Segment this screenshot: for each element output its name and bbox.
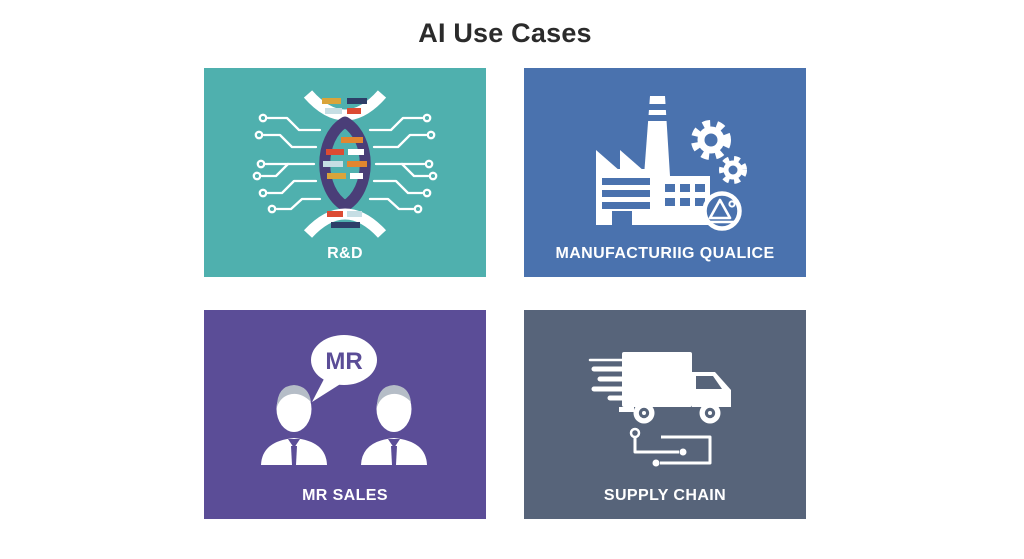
card-manufacturing-quality: MANUFACTURIIG QUALICE — [524, 68, 806, 277]
card-label-supply-chain: SUPPLY CHAIN — [603, 487, 727, 504]
card-label-rd: R&D — [327, 245, 363, 262]
use-case-grid: R&D — [204, 68, 806, 519]
card-label-mr-sales: MR SALES — [302, 487, 388, 504]
person-left — [261, 385, 327, 465]
card-supply-chain: SUPPLY CHAIN — [524, 310, 806, 519]
factory-gears-icon — [596, 96, 747, 231]
dna-circuit-icon — [252, 90, 438, 238]
delivery-truck-icon — [588, 352, 731, 467]
card-label-manufacturing-quality: MANUFACTURIIG QUALICE — [555, 245, 775, 262]
speech-bubble: MR — [311, 335, 377, 402]
speech-people-icon: MR — [261, 335, 427, 465]
card-mr-sales: MR MR SALES — [204, 310, 486, 519]
page-title: AI Use Cases — [418, 18, 592, 48]
card-rd: R&D — [204, 68, 486, 277]
person-right — [361, 385, 427, 465]
speech-bubble-text: MR — [325, 348, 362, 375]
